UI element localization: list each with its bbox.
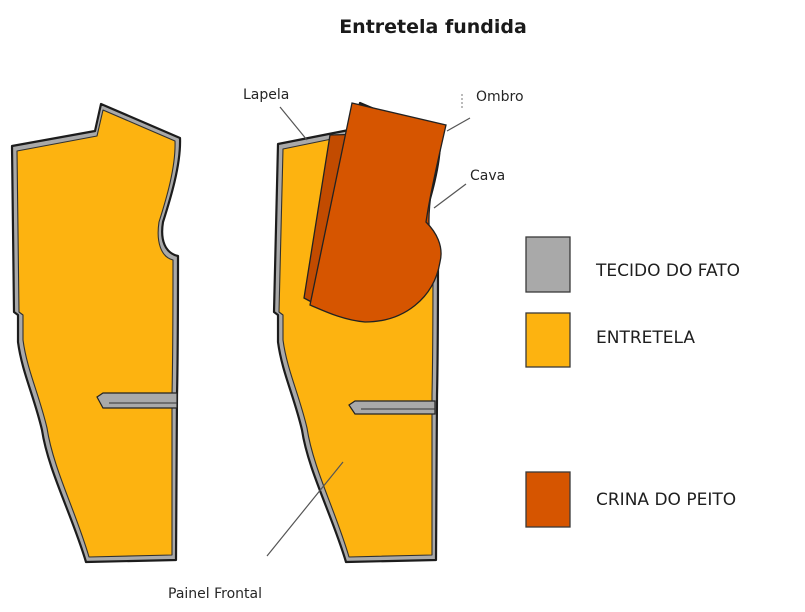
legend-swatch-entretela	[525, 312, 571, 368]
legend-item-entretela: ENTRETELA	[525, 312, 695, 368]
callout-painel-frontal-leader	[266, 461, 344, 557]
callout-painel-frontal: Painel Frontal	[168, 461, 344, 602]
legend-item-tecido: TECIDO DO FATO	[525, 236, 740, 293]
legend: TECIDO DO FATO ENTRETELA CRINA DO PEITO	[525, 236, 740, 528]
interfacing-layer-left	[16, 109, 176, 558]
front-panel-right	[272, 101, 447, 564]
callout-cava-leader	[433, 183, 467, 209]
callout-lapela: Lapela	[243, 87, 308, 141]
legend-label-tecido: TECIDO DO FATO	[595, 261, 740, 281]
legend-label-crina: CRINA DO PEITO	[596, 490, 736, 510]
callout-ombro: Ombro	[446, 89, 524, 132]
callout-painel-frontal-label: Painel Frontal	[168, 586, 262, 602]
callout-lapela-label: Lapela	[243, 87, 289, 103]
diagram-title: Entretela fundida	[339, 16, 527, 38]
legend-item-crina: CRINA DO PEITO	[525, 471, 736, 528]
callout-cava: Cava	[433, 168, 505, 209]
chest-canvas-front	[309, 102, 447, 323]
legend-swatch-tecido	[525, 236, 571, 293]
callout-lapela-leader	[279, 106, 308, 141]
callout-ombro-label: Ombro	[476, 89, 524, 105]
callout-ombro-leader	[446, 117, 471, 132]
welt-pocket-right	[348, 400, 436, 415]
welt-pocket-left	[96, 392, 178, 409]
legend-swatch-crina	[525, 471, 571, 528]
front-panel-left	[10, 102, 182, 564]
legend-label-entretela: ENTRETELA	[596, 328, 695, 348]
callout-cava-label: Cava	[470, 168, 505, 184]
